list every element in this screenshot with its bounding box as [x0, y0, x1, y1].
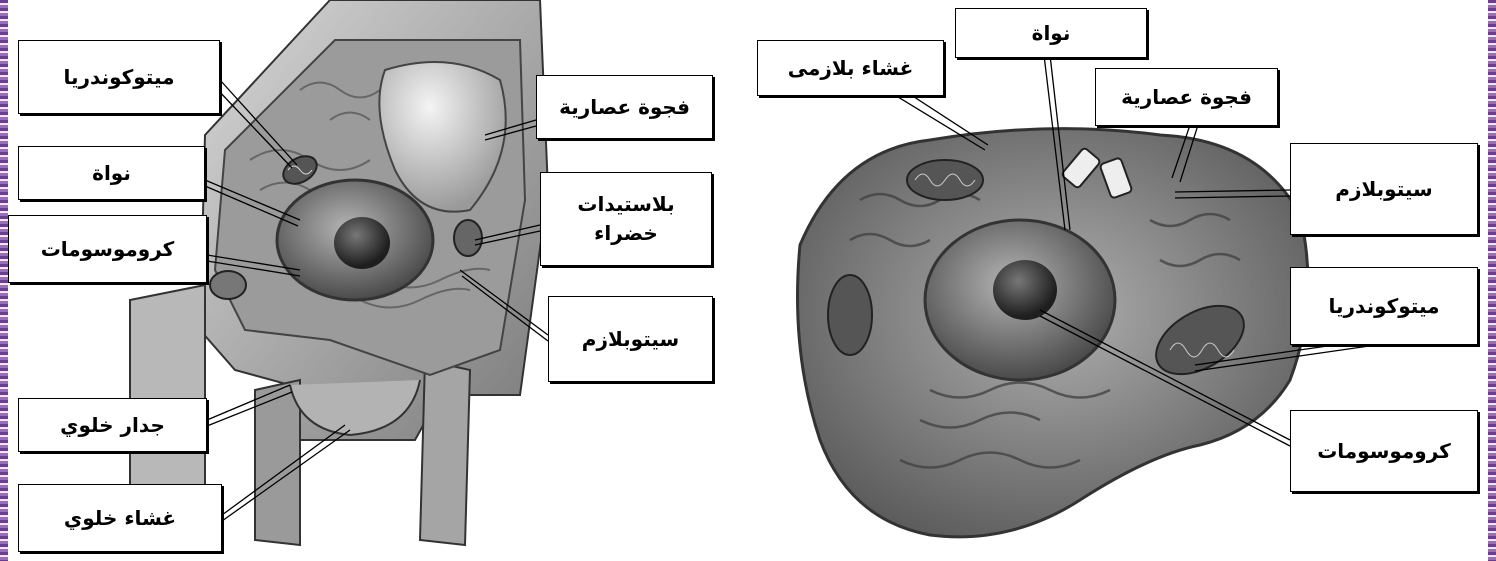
label-animal-nucleus: نواة [955, 8, 1147, 58]
label-animal-plasma-membrane: غشاء بلازمى [757, 40, 944, 96]
label-plant-chromosomes: كروموسومات [8, 215, 207, 283]
label-animal-vacuole: فجوة عصارية [1095, 68, 1278, 126]
label-plant-cell-membrane: غشاء خلوي [18, 484, 222, 552]
animal-cell-drawing [798, 129, 1309, 537]
label-plant-cytoplasm: سيتوبلازم [548, 296, 713, 382]
label-plant-mitochondria: ميتوكوندريا [18, 40, 220, 114]
label-plant-vacuole: فجوة عصارية [536, 75, 713, 139]
label-animal-mitochondria: ميتوكوندريا [1290, 267, 1478, 345]
label-plant-cell-wall: جدار خلوي [18, 398, 207, 452]
label-plant-nucleus: نواة [18, 146, 205, 200]
label-animal-cytoplasm: سيتوبلازم [1290, 143, 1478, 235]
label-animal-chromosomes: كروموسومات [1290, 410, 1478, 492]
